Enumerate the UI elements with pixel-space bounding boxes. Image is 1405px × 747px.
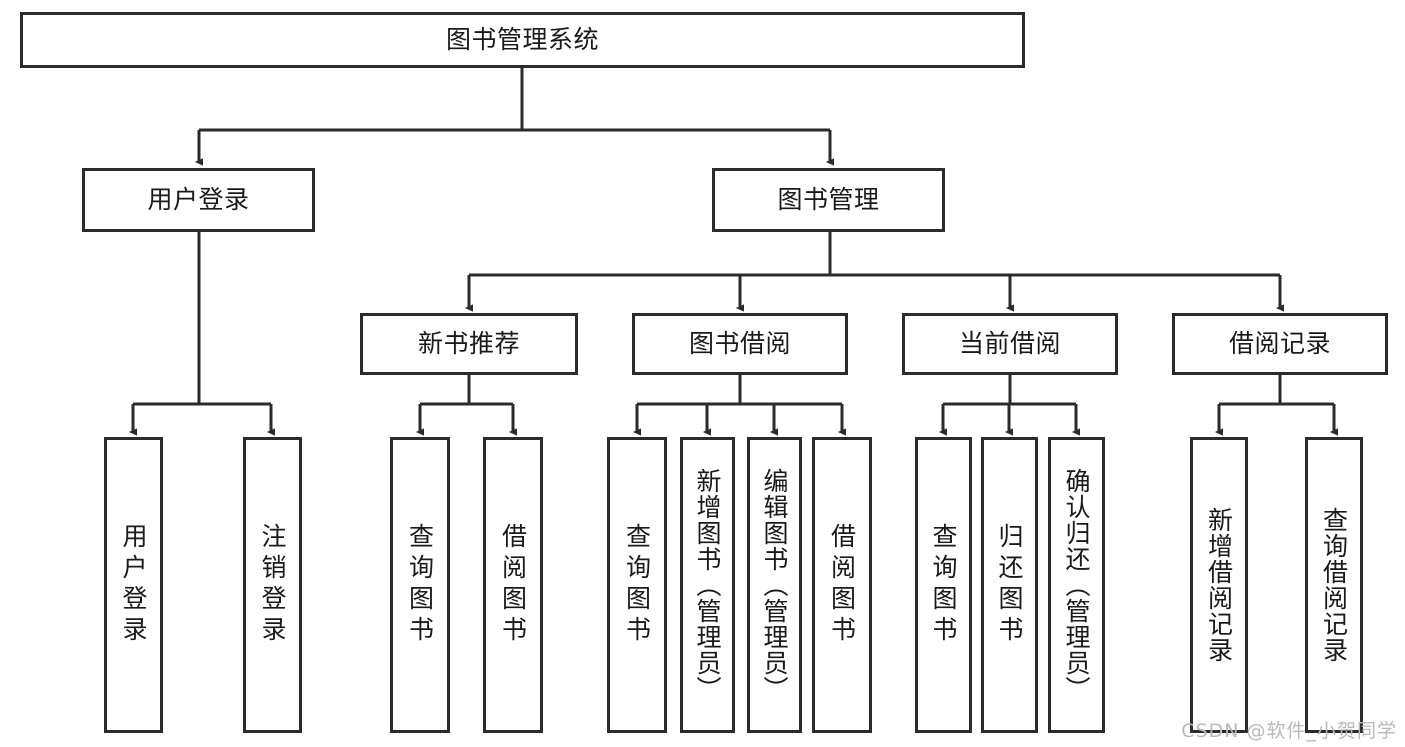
leaf-query-books-borrowing[interactable]: 查询图书 — [607, 437, 667, 733]
node-label: 查询图书 — [622, 523, 652, 647]
node-label: 新书推荐 — [417, 329, 520, 359]
leaf-query-borrow-record[interactable]: 查询借阅记录 — [1305, 437, 1363, 733]
node-label: 图书借阅 — [688, 329, 791, 359]
node-label: 用户登录 — [147, 185, 250, 215]
leaf-return-books[interactable]: 归还图书 — [981, 437, 1038, 733]
node-label: 借阅记录 — [1228, 329, 1331, 359]
node-label: 当前借阅 — [958, 329, 1061, 359]
leaf-confirm-return-admin[interactable]: 确认归还（管理员） — [1048, 437, 1105, 733]
node-root-book-management-system[interactable]: 图书管理系统 — [20, 12, 1025, 68]
node-borrow-records[interactable]: 借阅记录 — [1172, 313, 1388, 375]
node-label: 归还图书 — [995, 523, 1024, 647]
leaf-query-books-recommendation[interactable]: 查询图书 — [390, 437, 450, 733]
node-label: 注销登录 — [258, 523, 287, 647]
leaf-logout[interactable]: 注销登录 — [243, 437, 302, 733]
node-current-borrowing[interactable]: 当前借阅 — [902, 313, 1118, 375]
node-label: 用户登录 — [119, 523, 148, 647]
node-label: 借阅图书 — [827, 523, 857, 647]
leaf-add-book-admin[interactable]: 新增图书（管理员） — [680, 437, 735, 733]
leaf-borrow-books-recommendation[interactable]: 借阅图书 — [483, 437, 543, 733]
node-label: 查询图书 — [405, 523, 435, 647]
leaf-edit-book-admin[interactable]: 编辑图书（管理员） — [747, 437, 802, 733]
node-label: 新增借阅记录 — [1204, 507, 1234, 663]
node-label: 确认归还（管理员） — [1062, 468, 1091, 702]
node-book-borrowing[interactable]: 图书借阅 — [632, 313, 848, 375]
watermark: CSDN @软件_小贺同学 — [1181, 720, 1397, 742]
leaf-query-books-current[interactable]: 查询图书 — [915, 437, 972, 733]
leaf-borrow-books-borrowing[interactable]: 借阅图书 — [812, 437, 872, 733]
node-label: 编辑图书（管理员） — [760, 468, 789, 702]
node-label: 借阅图书 — [498, 523, 528, 647]
node-label: 查询借阅记录 — [1319, 507, 1349, 663]
node-label: 查询图书 — [929, 523, 958, 647]
node-label: 图书管理 — [777, 185, 880, 215]
node-user-login[interactable]: 用户登录 — [82, 168, 315, 232]
node-label: 图书管理系统 — [445, 25, 599, 55]
node-label: 新增图书（管理员） — [693, 468, 722, 702]
node-new-book-recommendation[interactable]: 新书推荐 — [360, 313, 578, 375]
node-book-management[interactable]: 图书管理 — [712, 168, 945, 232]
leaf-user-login[interactable]: 用户登录 — [104, 437, 163, 733]
leaf-add-borrow-record[interactable]: 新增借阅记录 — [1190, 437, 1248, 733]
